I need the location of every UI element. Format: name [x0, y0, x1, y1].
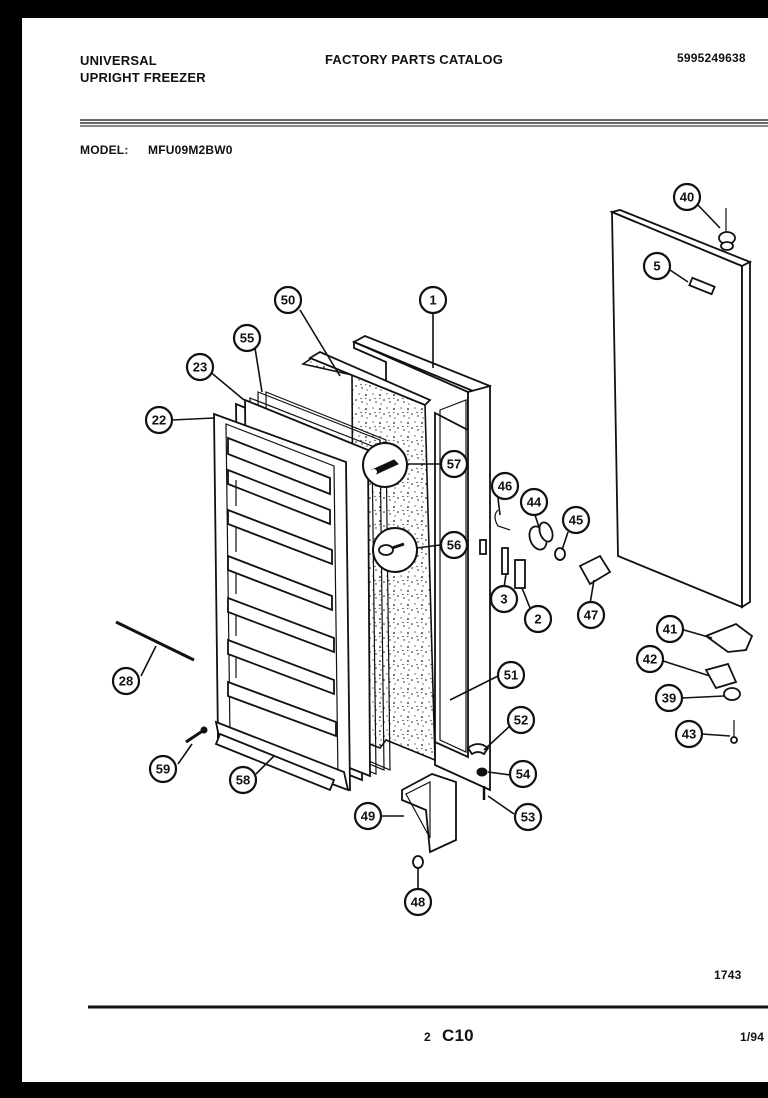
svg-text:2: 2 [534, 612, 541, 627]
callout-49: 49 [353, 801, 383, 831]
catalog-title: FACTORY PARTS CATALOG [325, 52, 504, 67]
svg-text:3: 3 [500, 592, 507, 607]
callout-22: 22 [144, 405, 174, 435]
svg-text:56: 56 [447, 538, 461, 553]
callout-3: 3 [489, 584, 519, 614]
brand-label: UNIVERSAL [80, 53, 157, 68]
outer-door-panel [609, 209, 753, 609]
svg-text:55: 55 [240, 331, 254, 346]
svg-text:44: 44 [527, 495, 542, 510]
lower-hinge-assembly [704, 622, 754, 744]
svg-text:22: 22 [152, 413, 166, 428]
top-hinge-pin [718, 208, 736, 251]
svg-text:47: 47 [584, 608, 598, 623]
svg-text:40: 40 [680, 190, 694, 205]
callout-40: 40 [672, 182, 702, 212]
svg-text:54: 54 [516, 767, 531, 782]
svg-text:53: 53 [521, 810, 535, 825]
handle-assembly [494, 509, 612, 589]
trim-screw [185, 726, 208, 744]
svg-text:43: 43 [682, 727, 696, 742]
callout-55: 55 [232, 323, 262, 353]
door-stop-rod [115, 620, 195, 662]
callout-2: 2 [523, 604, 553, 634]
callout-28: 28 [111, 666, 141, 696]
door-liner [213, 412, 351, 792]
callout-41: 41 [655, 614, 685, 644]
catalog-number: 5995249638 [677, 51, 746, 65]
callout-51: 51 [496, 660, 526, 690]
model-label: MODEL: [80, 143, 129, 157]
svg-text:28: 28 [119, 674, 133, 689]
callout-42: 42 [635, 644, 665, 674]
callout-43: 43 [674, 719, 704, 749]
svg-text:49: 49 [361, 809, 375, 824]
svg-text:57: 57 [447, 457, 461, 472]
callout-45: 45 [561, 505, 591, 535]
door-nameplate [688, 276, 716, 296]
detail-magnifier-lower [372, 527, 418, 573]
svg-text:46: 46 [498, 479, 512, 494]
drawing-number: 1743 [714, 968, 742, 982]
svg-text:39: 39 [662, 691, 676, 706]
hinge-screws [466, 743, 490, 800]
page-code: C10 [442, 1026, 474, 1045]
svg-text:42: 42 [643, 652, 657, 667]
svg-text:41: 41 [663, 622, 677, 637]
bottom-trim [214, 732, 336, 792]
page-prefix: 2 [424, 1030, 431, 1044]
detail-magnifier-upper [362, 442, 408, 488]
svg-text:51: 51 [504, 668, 518, 683]
callout-50: 50 [273, 285, 303, 315]
svg-text:59: 59 [156, 762, 170, 777]
svg-text:45: 45 [569, 513, 583, 528]
callout-53: 53 [513, 802, 543, 832]
callout-58: 58 [228, 765, 258, 795]
svg-text:52: 52 [514, 713, 528, 728]
header-rule [80, 119, 768, 127]
print-date: 1/94 [740, 1030, 765, 1044]
callout-52: 52 [506, 705, 536, 735]
door-bottom-bracket [401, 773, 457, 869]
door-shelves [227, 436, 337, 738]
svg-text:1: 1 [429, 293, 436, 308]
product-label: UPRIGHT FREEZER [80, 70, 206, 85]
callout-54: 54 [508, 759, 538, 789]
callout-48: 48 [403, 887, 433, 917]
svg-text:48: 48 [411, 895, 425, 910]
svg-text:58: 58 [236, 773, 250, 788]
callout-44: 44 [519, 487, 549, 517]
callout-59: 59 [148, 754, 178, 784]
callout-47: 47 [576, 600, 606, 630]
svg-text:23: 23 [193, 360, 207, 375]
svg-text:5: 5 [653, 259, 660, 274]
callout-56: 56 [439, 530, 469, 560]
callout-1: 1 [418, 285, 448, 315]
callout-23: 23 [185, 352, 215, 382]
model-value: MFU09M2BW0 [148, 143, 233, 157]
callout-57: 57 [439, 449, 469, 479]
svg-text:50: 50 [281, 293, 295, 308]
callout-5: 5 [642, 251, 672, 281]
leader-lines [140, 203, 731, 888]
callout-46: 46 [490, 471, 520, 501]
callout-39: 39 [654, 683, 684, 713]
